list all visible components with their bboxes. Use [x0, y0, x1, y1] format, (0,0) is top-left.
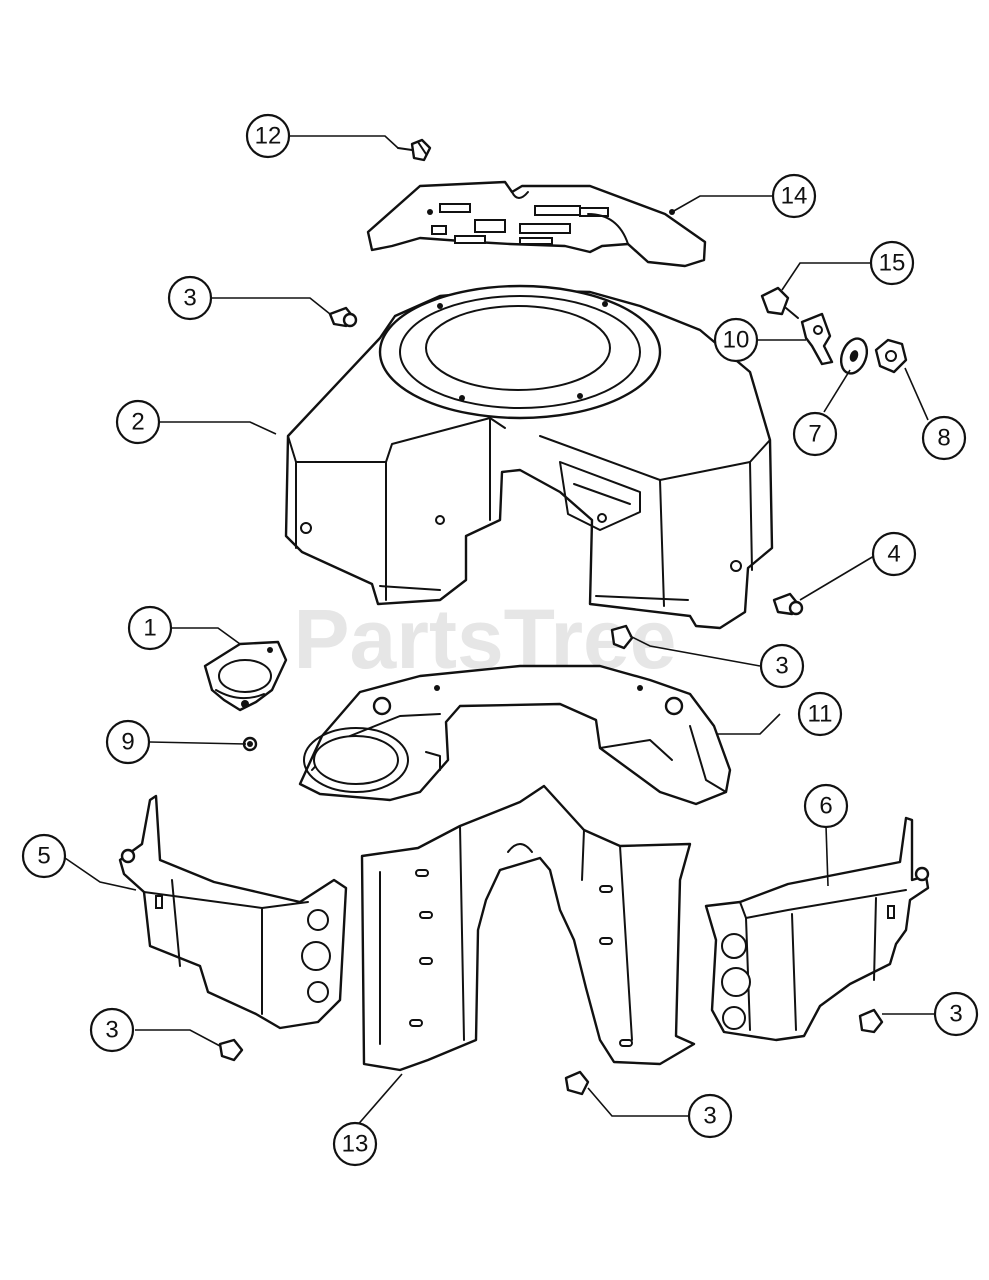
callout-3-top[interactable]: 3	[167, 275, 213, 321]
callout-12-label: 12	[255, 123, 282, 150]
slot	[431, 225, 447, 235]
callout-14[interactable]: 14	[771, 173, 817, 219]
washer-7[interactable]	[837, 335, 872, 377]
screw-12[interactable]	[397, 138, 432, 162]
slot	[579, 207, 609, 217]
nut-8[interactable]	[874, 338, 908, 374]
callout-9[interactable]: 9	[105, 719, 151, 765]
callout-8-label: 8	[937, 425, 950, 452]
callout-9-label: 9	[121, 729, 134, 756]
callout-11-label: 11	[808, 701, 833, 728]
callout-14-label: 14	[781, 183, 808, 210]
part-1-cover[interactable]	[203, 640, 288, 712]
callout-3-bottom-label: 3	[703, 1103, 716, 1130]
callout-13[interactable]: 13	[332, 1121, 378, 1167]
hardware	[218, 138, 908, 1096]
callout-2[interactable]: 2	[115, 399, 161, 445]
callout-2-label: 2	[131, 409, 144, 436]
callout-6-label: 6	[819, 793, 832, 820]
callout-3-right[interactable]: 3	[933, 991, 979, 1037]
slot	[454, 235, 486, 244]
callout-5[interactable]: 5	[21, 833, 67, 879]
callout-3-top-label: 3	[183, 285, 196, 312]
callout-10-label: 10	[723, 327, 750, 354]
callout-3-mid[interactable]: 3	[759, 643, 805, 689]
callout-7-label: 7	[808, 421, 821, 448]
callout-8[interactable]: 8	[921, 415, 967, 461]
screw-3b[interactable]	[610, 624, 634, 650]
callout-3-right-label: 3	[949, 1001, 962, 1028]
screw-4[interactable]	[772, 592, 804, 616]
screw-3e[interactable]	[564, 1070, 590, 1096]
slot	[474, 219, 506, 233]
part-6-right-shield[interactable]	[704, 816, 930, 1042]
clip-15[interactable]	[760, 286, 799, 319]
part-11-base-shroud[interactable]	[298, 664, 732, 806]
leader-lines	[64, 135, 936, 1129]
callout-7[interactable]: 7	[792, 411, 838, 457]
screw-3d[interactable]	[858, 1008, 884, 1034]
callout-12[interactable]: 12	[245, 113, 291, 159]
part-2-blower-housing[interactable]	[284, 284, 774, 630]
callouts: 12 14 15 3 10 2 7 8	[21, 113, 979, 1167]
screw-3c[interactable]	[218, 1038, 244, 1062]
callout-15[interactable]: 15	[869, 240, 915, 286]
slot	[534, 205, 581, 216]
callout-3-left-label: 3	[105, 1017, 118, 1044]
callout-13-label: 13	[342, 1131, 369, 1158]
slot	[439, 203, 471, 213]
callout-5-label: 5	[37, 843, 50, 870]
callout-1[interactable]: 1	[127, 605, 173, 651]
callout-3-left[interactable]: 3	[89, 1007, 135, 1053]
callout-6[interactable]: 6	[803, 783, 849, 829]
slot	[519, 237, 553, 245]
callout-3-bottom[interactable]: 3	[687, 1093, 733, 1139]
callout-11[interactable]: 11	[797, 691, 843, 737]
callout-10[interactable]: 10	[713, 317, 759, 363]
callout-1-label: 1	[143, 615, 156, 642]
callout-4-label: 4	[887, 541, 900, 568]
part-13-center-shield[interactable]	[360, 784, 696, 1072]
bracket-10[interactable]	[800, 312, 834, 366]
screw-3a[interactable]	[328, 306, 358, 328]
callout-15-label: 15	[879, 250, 906, 277]
callout-4[interactable]: 4	[871, 531, 917, 577]
part-5-left-shield[interactable]	[118, 794, 348, 1030]
part-14-cover-plate[interactable]	[366, 180, 707, 268]
slot	[519, 223, 571, 234]
callout-3-mid-label: 3	[775, 653, 788, 680]
